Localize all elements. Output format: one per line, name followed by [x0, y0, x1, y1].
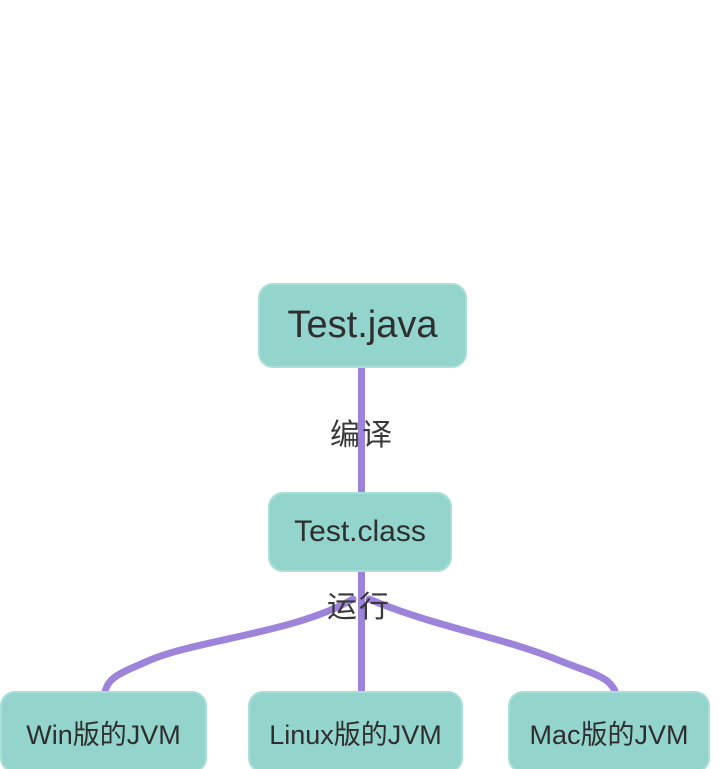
edge-class-to-win-jvm	[101, 595, 357, 700]
edge-class-to-mac-jvm	[365, 595, 620, 700]
node-test-java: Test.java	[258, 283, 467, 368]
edge-label-compile-text: 编译	[330, 419, 394, 452]
node-win-jvm-label: Win版的JVM	[26, 719, 181, 750]
node-mac-jvm: Mac版的JVM	[508, 691, 710, 769]
node-test-class: Test.class	[268, 492, 452, 572]
node-test-class-label: Test.class	[294, 515, 426, 548]
node-test-java-label: Test.java	[287, 304, 438, 346]
node-win-jvm: Win版的JVM	[0, 691, 207, 769]
edge-label-run: 运行	[279, 582, 439, 626]
node-linux-jvm: Linux版的JVM	[248, 691, 463, 769]
node-linux-jvm-label: Linux版的JVM	[269, 719, 442, 750]
node-mac-jvm-label: Mac版的JVM	[529, 719, 689, 750]
edge-label-compile: 编译	[282, 410, 442, 454]
edge-label-run-text: 运行	[327, 591, 391, 624]
